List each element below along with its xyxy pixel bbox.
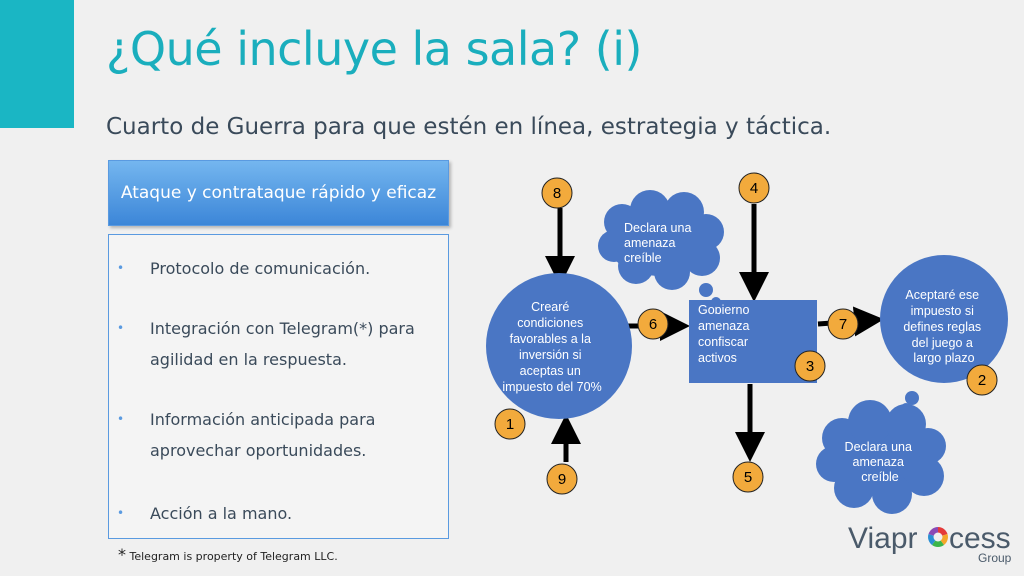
page-title: ¿Qué incluye la sala? (i): [106, 22, 642, 76]
number-badge-4: 4: [738, 172, 770, 204]
number-badge-2: 2: [966, 364, 998, 396]
thought-top-text: Declara una amenaza creíble: [624, 221, 695, 265]
left-decision-node: [486, 273, 632, 419]
footnote: * Telegram is property of Telegram LLC.: [118, 545, 338, 564]
bullet-text: Acción a la mano.: [150, 504, 293, 523]
footnote-text: Telegram is property of Telegram LLC.: [129, 550, 338, 563]
svg-text:7: 7: [839, 316, 847, 333]
bullet-dot-icon: •: [117, 412, 125, 426]
right-decision-node: [880, 255, 1008, 383]
number-badge-9: 9: [546, 463, 578, 495]
viaprocess-logo: Viapr cess Group: [848, 522, 1012, 565]
number-badge-3: 3: [794, 350, 826, 382]
right-node-text: Aceptaré ese impuesto si defines reglas …: [903, 288, 984, 365]
bullet-item: • Integración con Telegram(*) para agili…: [117, 313, 440, 375]
bullet-item: • Información anticipada para aprovechar…: [117, 404, 440, 466]
bullet-text: Protocolo de comunicación.: [150, 259, 371, 278]
number-badge-6: 6: [637, 308, 669, 340]
accent-bar: [0, 0, 74, 128]
number-badge-7: 7: [827, 308, 859, 340]
logo-o-icon: [928, 527, 948, 547]
bullet-list-box: • Protocolo de comunicación. • Integraci…: [108, 234, 449, 539]
svg-text:1: 1: [506, 416, 514, 433]
bullet-text: Información anticipada para aprovechar o…: [150, 410, 376, 460]
bullet-dot-icon: •: [117, 261, 125, 275]
svg-text:6: 6: [649, 316, 657, 333]
number-badge-5: 5: [732, 461, 764, 493]
bullet-dot-icon: •: [117, 321, 125, 335]
bullet-item: • Acción a la mano.: [117, 498, 440, 529]
footnote-star: *: [118, 545, 126, 564]
thought-cloud-bottom: [816, 391, 946, 514]
section-header-box: Ataque y contrataque rápido y eficaz: [108, 160, 449, 226]
svg-text:5: 5: [744, 469, 752, 486]
svg-text:4: 4: [750, 180, 758, 197]
svg-text:Group: Group: [978, 551, 1012, 565]
svg-text:3: 3: [806, 358, 814, 375]
section-header-text: Ataque y contrataque rápido y eficaz: [120, 182, 437, 203]
center-box-text: Gobierno amenaza confiscar activos: [698, 303, 753, 365]
page-subtitle: Cuarto de Guerra para que estén en línea…: [106, 114, 832, 140]
thought-cloud-top: [598, 190, 724, 307]
bullet-text: Integración con Telegram(*) para agilida…: [150, 319, 415, 369]
svg-text:Viapr: Viapr: [848, 522, 918, 555]
number-badge-8: 8: [541, 177, 573, 209]
left-node-text: Crearé condiciones favorables a la inver…: [502, 300, 601, 394]
number-badge-1: 1: [494, 408, 526, 440]
svg-text:2: 2: [978, 372, 986, 389]
thought-bottom-text: Declara una amenaza creíble: [845, 440, 916, 484]
svg-text:8: 8: [553, 185, 561, 202]
bullet-item: • Protocolo de comunicación.: [117, 253, 440, 284]
svg-text:9: 9: [558, 471, 566, 488]
svg-text:cess: cess: [949, 522, 1011, 555]
bullet-dot-icon: •: [117, 506, 125, 520]
